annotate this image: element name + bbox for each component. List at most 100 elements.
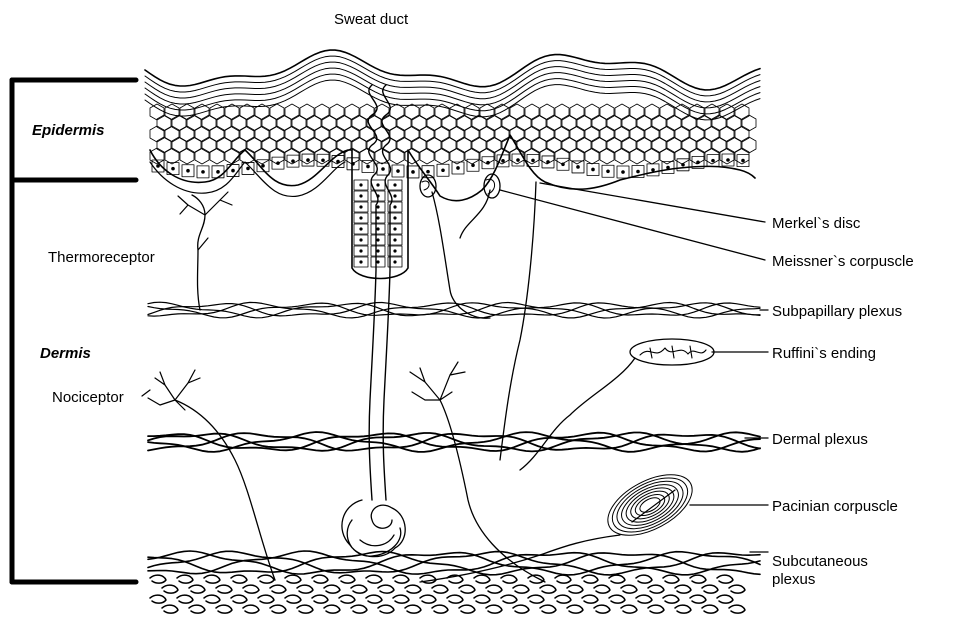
epidermal-cell (397, 115, 411, 131)
epidermal-cell (517, 115, 531, 131)
pacinian-corpuscle (598, 462, 702, 548)
stratum-corneum-layers (145, 50, 760, 120)
epidermal-cell (682, 115, 696, 131)
epidermal-cell (712, 137, 726, 153)
epidermal-cell (585, 126, 599, 142)
epidermal-cell (727, 137, 741, 153)
epidermal-cell (270, 104, 284, 120)
nociceptor-branches (142, 370, 200, 410)
epidermal-cell (472, 115, 486, 131)
epidermal-cell (630, 126, 644, 142)
epidermal-cell (412, 137, 426, 153)
epidermal-cell (645, 104, 659, 120)
epidermal-cell (277, 137, 291, 153)
epidermal-cell (300, 126, 314, 142)
epidermal-cell (495, 126, 509, 142)
epidermal-cell (307, 115, 321, 131)
epidermal-cell (540, 126, 554, 142)
epidermal-cell (570, 126, 584, 142)
epidermal-cell (322, 137, 336, 153)
epidermal-cell (487, 137, 501, 153)
epidermal-cell (622, 137, 636, 153)
epidermal-cell (172, 137, 186, 153)
epidermal-cell (502, 115, 516, 131)
epidermal-cell (735, 126, 749, 142)
epidermal-cell (667, 137, 681, 153)
epidermal-cell (457, 115, 471, 131)
epidermal-cell (187, 137, 201, 153)
epidermal-cell (690, 126, 704, 142)
label-subcutaneous-plexus-line2: plexus (772, 571, 815, 588)
epidermal-cell (307, 137, 321, 153)
epidermal-cell (210, 104, 224, 120)
label-dermis: Dermis (40, 345, 91, 362)
epidermal-cell (330, 126, 344, 142)
epidermal-cell (562, 137, 576, 153)
epidermal-cell (262, 137, 276, 153)
epidermal-cell (217, 137, 231, 153)
epidermal-cell (255, 126, 269, 142)
epidermal-cell (652, 115, 666, 131)
epidermal-cell (465, 126, 479, 142)
epidermal-cell (727, 115, 741, 131)
epidermal-cell (675, 126, 689, 142)
label-dermal-plexus: Dermal plexus (772, 431, 868, 448)
epidermal-cell (555, 104, 569, 120)
epidermal-cell (652, 137, 666, 153)
epidermal-cell (195, 126, 209, 142)
layer-brackets (12, 80, 136, 582)
epidermal-cell (247, 137, 261, 153)
epidermal-cell (742, 115, 756, 131)
label-merkels-disc: Merkel`s disc (772, 215, 861, 232)
epidermal-cell (532, 115, 546, 131)
subcutaneous-fat (150, 575, 745, 613)
epidermal-cell (165, 126, 179, 142)
epidermal-cell (390, 126, 404, 142)
epidermal-cell (570, 104, 584, 120)
thermoreceptor-branches (178, 192, 232, 250)
epidermal-cell (180, 104, 194, 120)
epidermal-cell (360, 104, 374, 120)
epidermal-cell (240, 126, 254, 142)
basal-layer (150, 135, 755, 279)
free-ending-branches (410, 362, 465, 400)
epidermal-cell (622, 115, 636, 131)
epidermal-cell (247, 115, 261, 131)
epidermal-cell (405, 126, 419, 142)
epidermal-cell (180, 148, 194, 164)
label-epidermis: Epidermis (32, 122, 105, 139)
epidermal-cell (270, 126, 284, 142)
epidermal-cell (615, 148, 629, 164)
epidermal-cell (457, 137, 471, 153)
sweat-gland-coil (342, 500, 405, 557)
epidermal-cell (615, 104, 629, 120)
epidermal-cell (645, 126, 659, 142)
epidermal-cell (547, 137, 561, 153)
epidermal-cell (435, 126, 449, 142)
epidermal-cell (480, 104, 494, 120)
epidermal-cell (232, 115, 246, 131)
epidermal-cell (202, 137, 216, 153)
epidermal-cell (225, 148, 239, 164)
label-ruffinis-ending: Ruffini`s ending (772, 345, 876, 362)
epidermal-cell (577, 115, 591, 131)
epidermal-cell (427, 115, 441, 131)
epidermal-cell (292, 137, 306, 153)
label-pacinian-corpuscle: Pacinian corpuscle (772, 498, 898, 515)
epidermal-cell (607, 137, 621, 153)
epidermal-cell (157, 115, 171, 131)
epidermal-cell (412, 115, 426, 131)
epidermal-cell (442, 115, 456, 131)
epidermal-cell (592, 115, 606, 131)
epidermal-cell (450, 104, 464, 120)
leader-meissner (500, 190, 765, 260)
epidermal-cell (322, 115, 336, 131)
epidermal-cell (450, 126, 464, 142)
label-meissners-corpuscle: Meissner`s corpuscle (772, 253, 914, 270)
sweat-duct (342, 20, 405, 557)
epidermal-cell (630, 148, 644, 164)
epidermal-cell (637, 137, 651, 153)
epidermal-cell (210, 148, 224, 164)
epidermal-cell (555, 126, 569, 142)
epidermal-cell (210, 126, 224, 142)
